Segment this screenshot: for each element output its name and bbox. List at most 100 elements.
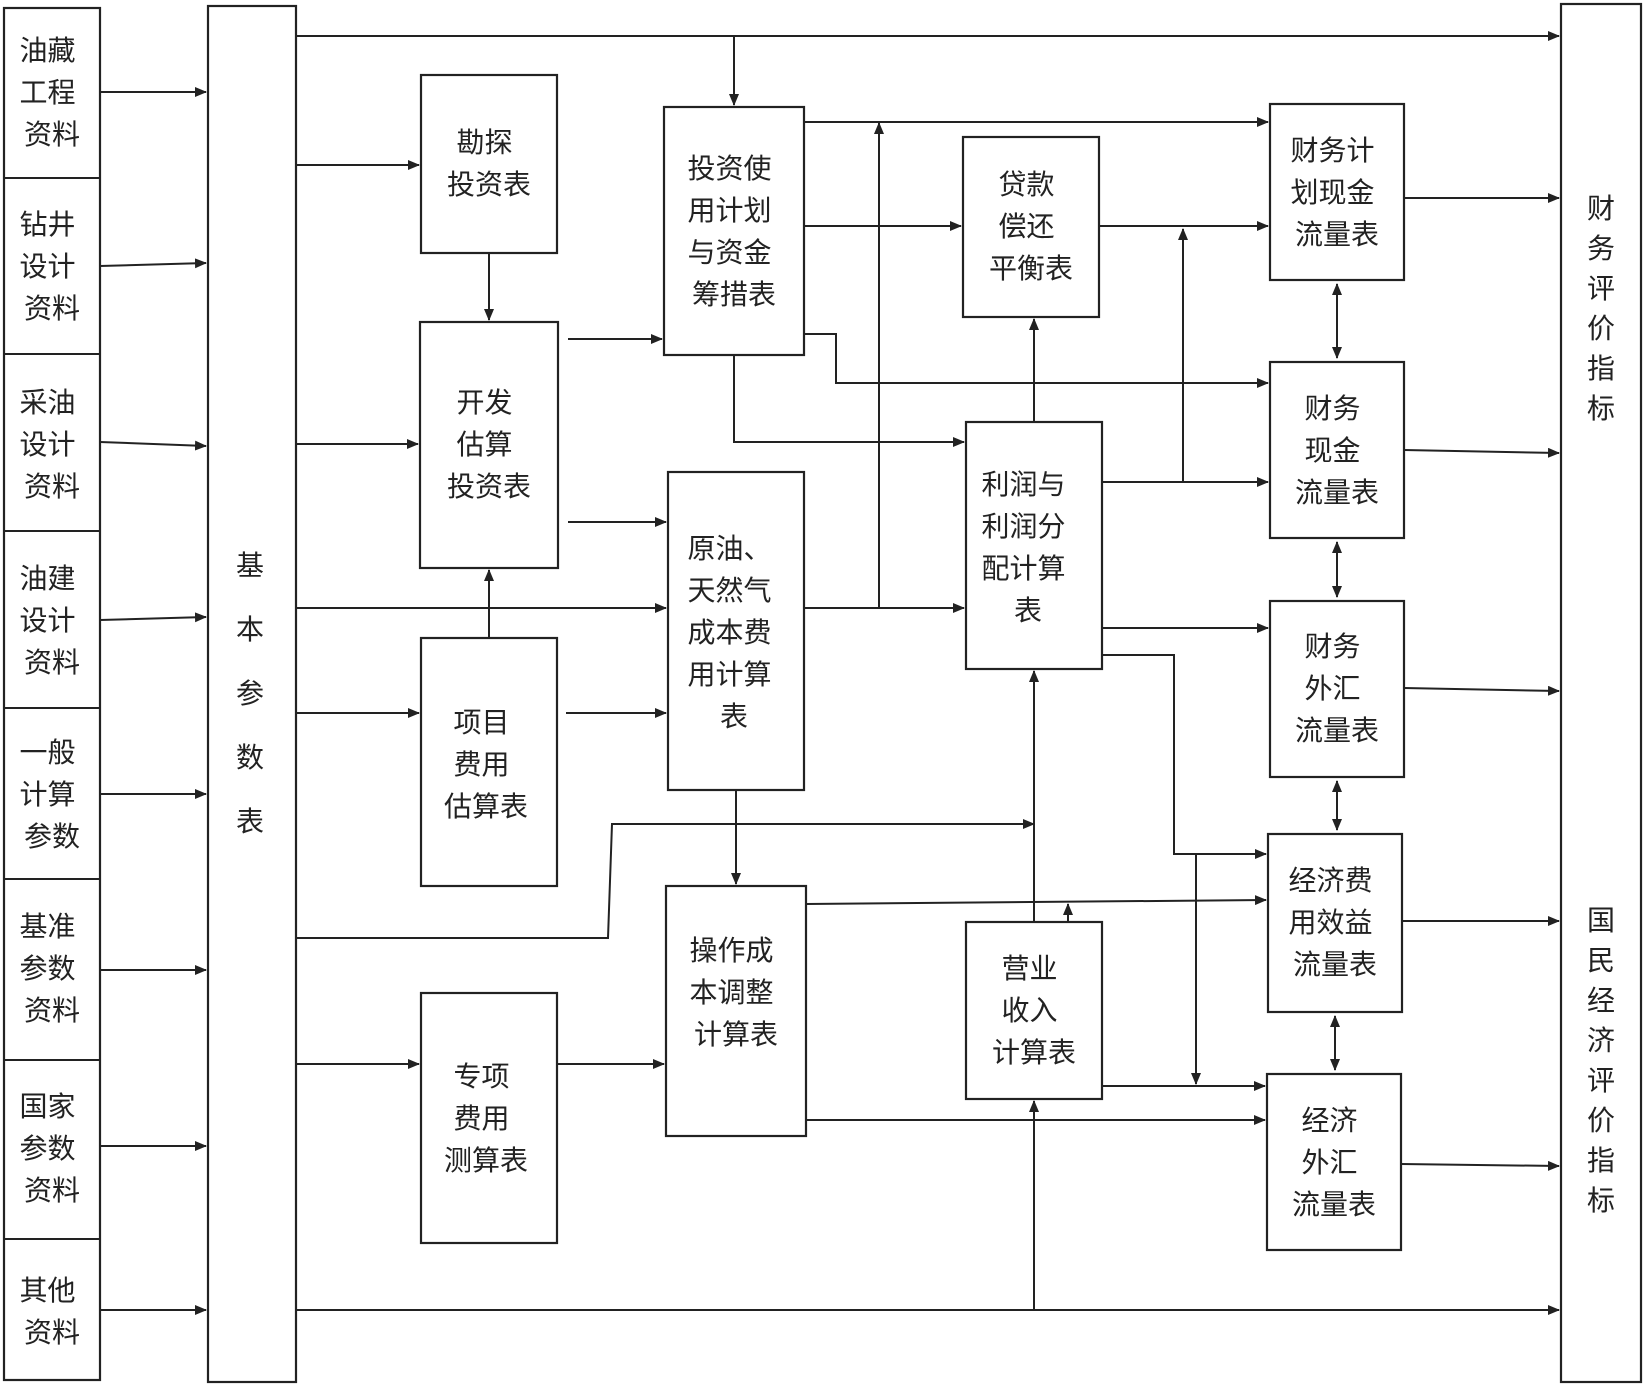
operating-cost-line-2: 本调整: [690, 976, 774, 1009]
project-cost-table-label: 项目 费用 估算表: [444, 706, 528, 823]
source-drilling-line-3: 资料: [24, 292, 80, 325]
loan-line-2: 偿还: [999, 210, 1055, 243]
oil-gas-cost-line-3: 成本费: [688, 616, 772, 649]
invest-plan-line-4: 筹措表: [692, 278, 776, 311]
source-national-line-1: 国家: [20, 1090, 76, 1123]
profit-line-3: 配计算: [982, 552, 1066, 585]
fin-fx-line-3: 流量表: [1295, 714, 1379, 747]
national-eval-label-char: 民: [1587, 944, 1615, 977]
national-eval-label-char: 济: [1587, 1024, 1615, 1057]
source-construction-line-2: 设计: [20, 604, 76, 637]
oil-gas-cost-line-5: 表: [720, 700, 748, 733]
revenue-table-label: 营业 收入 计算表: [992, 952, 1076, 1069]
source-drilling-label: 钻井 设计 资料: [20, 208, 85, 325]
project-cost-table-box: [419, 636, 559, 888]
fin-fx-line-1: 财务: [1305, 630, 1361, 663]
econ-fx-table-label: 经济 外汇 流量表: [1292, 1104, 1376, 1221]
exploration-table-box: [419, 73, 559, 255]
operating-cost-table-label: 操作成 本调整 计算表: [690, 934, 783, 1051]
revenue-line-3: 计算表: [992, 1036, 1076, 1069]
source-reservoir-line-2: 工程: [20, 76, 76, 109]
source-reservoir-label: 油藏 工程 资料: [20, 34, 85, 151]
national-eval-label-char: 国: [1587, 904, 1615, 937]
national-eval-label-char: 经: [1587, 984, 1615, 1017]
connector-econ-fx-to-output: [1400, 1160, 1560, 1171]
fin-cash-line-3: 流量表: [1295, 476, 1379, 509]
national-eval-label: 国民经济评价指标: [1587, 904, 1615, 1217]
arrow-drilling: [99, 258, 207, 269]
loan-line-1: 贷款: [999, 168, 1055, 201]
arrow-production: [99, 440, 207, 451]
project-cost-line-2: 费用: [454, 748, 510, 781]
oil-gas-cost-line-2: 天然气: [688, 574, 772, 607]
exploration-table-label: 勘探 投资表: [447, 126, 531, 201]
param-table-label-char: 数: [236, 741, 264, 774]
project-cost-line-3: 估算表: [444, 790, 528, 823]
param-table-label-char: 本: [236, 613, 264, 646]
fin-fx-table-box: [1268, 599, 1406, 779]
econ-cost-benefit-table-label: 经济费 用效益 流量表: [1289, 864, 1382, 981]
econ-fx-line-2: 外汇: [1302, 1146, 1358, 1179]
source-other-line-2: 资料: [24, 1316, 80, 1349]
param-table-label-char: 基: [236, 549, 264, 582]
fin-cash-table-label: 财务 现金 流量表: [1295, 392, 1379, 509]
source-national-line-2: 参数: [20, 1132, 76, 1165]
financial-eval-label: 财务评价指标: [1587, 192, 1615, 425]
national-eval-label-char: 指: [1587, 1144, 1615, 1177]
national-eval-label-char: 评: [1587, 1064, 1615, 1097]
source-production-line-2: 设计: [20, 428, 76, 461]
source-reservoir-line-3: 资料: [24, 118, 80, 151]
revenue-line-2: 收入: [1002, 994, 1058, 1027]
special-cost-line-3: 测算表: [444, 1144, 528, 1177]
fin-cash-line-1: 财务: [1305, 392, 1361, 425]
source-column-frame: [2, 6, 102, 1382]
operating-cost-line-1: 操作成: [690, 934, 774, 967]
source-national-line-3: 资料: [24, 1174, 80, 1207]
source-drilling-line-1: 钻井: [20, 208, 76, 241]
fin-cash-table-box: [1268, 360, 1406, 540]
oil-gas-cost-table-label: 原油、 天然气 成本费 用计算 表: [688, 532, 781, 733]
financial-eval-label-char: 财: [1587, 192, 1615, 225]
financial-eval-label-char: 评: [1587, 272, 1615, 305]
invest-plan-line-1: 投资使: [688, 152, 772, 185]
source-benchmark-line-1: 基准: [20, 910, 76, 943]
source-construction-label: 油建 设计 资料: [20, 562, 85, 679]
project-cost-line-1: 项目: [454, 706, 510, 739]
loan-line-3: 平衡表: [989, 252, 1073, 285]
output-column-box: [1559, 2, 1643, 1384]
connector-invest-plan-to-profit: [733, 355, 965, 447]
source-general-label: 一般 计算 参数: [20, 736, 85, 853]
financial-eval-label-char: 务: [1587, 232, 1615, 265]
oil-gas-cost-line-1: 原油、: [688, 532, 772, 565]
dev-invest-line-3: 投资表: [447, 470, 531, 503]
econ-fx-line-1: 经济: [1302, 1104, 1358, 1137]
source-production-line-3: 资料: [24, 470, 80, 503]
special-cost-line-2: 费用: [454, 1102, 510, 1135]
operating-cost-table-box: [664, 884, 808, 1138]
connector-profit-to-econ-cost-benefit: [1102, 654, 1267, 859]
profit-line-1: 利润与: [982, 468, 1066, 501]
special-cost-table-label: 专项 费用 测算表: [444, 1060, 528, 1177]
connectors: [296, 31, 1560, 1315]
table-boxes: 勘探 投资表 开发 估算 投资表 项目 费用 估算表 专项 费用 测算表 投资使…: [418, 73, 1406, 1252]
operating-cost-line-3: 计算表: [694, 1018, 778, 1051]
source-reservoir-line-1: 油藏: [20, 34, 76, 67]
fin-plan-cash-line-2: 划现金: [1291, 176, 1375, 209]
econ-fx-table-box: [1265, 1072, 1403, 1252]
profit-table-box: [964, 420, 1104, 671]
source-production-label: 采油 设计 资料: [20, 386, 85, 503]
source-benchmark-line-2: 参数: [20, 952, 76, 985]
fin-fx-table-label: 财务 外汇 流量表: [1295, 630, 1379, 747]
source-construction-line-1: 油建: [20, 562, 76, 595]
fin-plan-cash-line-3: 流量表: [1295, 218, 1379, 251]
param-table-label-char: 表: [236, 805, 264, 838]
econ-cost-benefit-table-box: [1266, 832, 1404, 1014]
financial-eval-label-char: 标: [1587, 392, 1615, 425]
dev-invest-line-2: 估算: [457, 428, 513, 461]
fin-cash-line-2: 现金: [1305, 434, 1361, 467]
source-column: 油藏 工程 资料 钻井 设计 资料 采油 设计 资料 油建 设计 资料 一般 计…: [2, 6, 102, 1382]
output-column: 财务评价指标 国民经济评价指标: [1559, 2, 1643, 1384]
source-other-line-1: 其他: [20, 1274, 76, 1307]
source-construction-line-3: 资料: [24, 646, 80, 679]
